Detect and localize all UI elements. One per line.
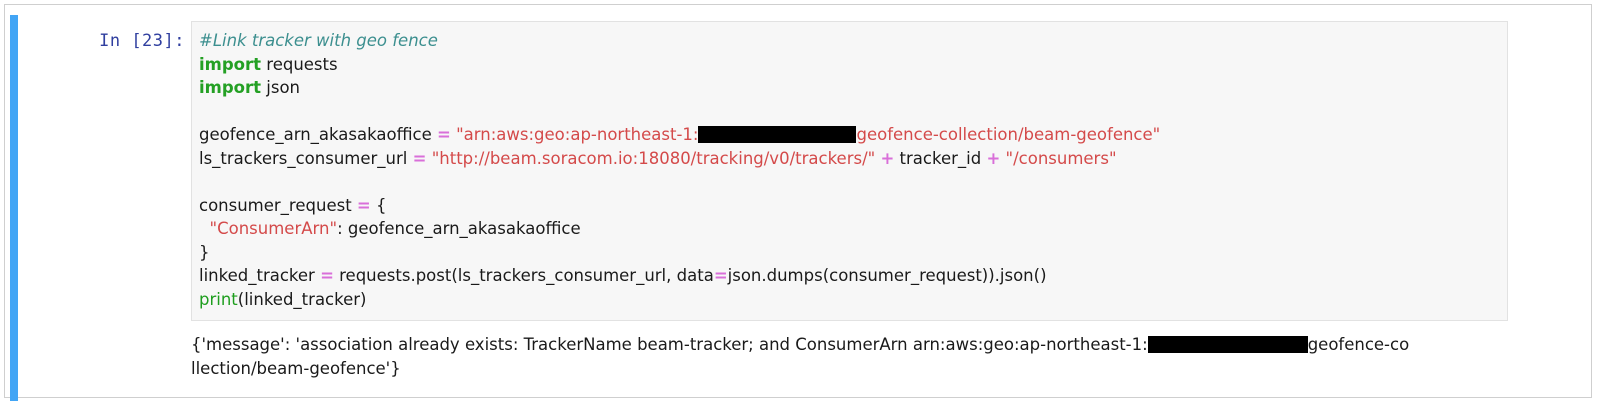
code-line-6: ls_trackers_consumer_url = "http://beam.…	[199, 147, 1507, 171]
code-token-plain: : geofence_arn_akasakaoffice	[337, 219, 581, 238]
code-token-operator: +	[880, 148, 895, 168]
code-token-plain: {	[370, 195, 387, 215]
output-line-1: {'message': 'association already exists:…	[191, 333, 1591, 357]
code-input-editor[interactable]: #Link tracker with geo fence import requ…	[191, 21, 1508, 321]
code-token-plain: json	[261, 78, 301, 97]
code-token-keyword: import	[199, 54, 262, 74]
code-token-string: "http://beam.soracom.io:18080/tracking/v…	[426, 148, 881, 168]
code-line-7-blank	[199, 170, 1507, 194]
code-token-string: "ConsumerArn"	[209, 219, 338, 238]
code-line-8: consumer_request = {	[199, 194, 1507, 218]
code-token-operator: =	[713, 266, 728, 285]
notebook-frame: In [23]: #Link tracker with geo fence im…	[4, 4, 1592, 401]
code-token-operator: =	[356, 195, 371, 215]
code-line-3: import json	[199, 76, 1507, 100]
output-text-after-redaction: geofence-co	[1307, 335, 1410, 354]
cell-output-area: {'message': 'association already exists:…	[191, 333, 1591, 395]
code-line-11: linked_tracker = requests.post(ls_tracke…	[199, 264, 1507, 288]
code-token-string: "arn:aws:geo:ap-northeast-1:	[450, 125, 699, 144]
code-line-10: }	[199, 241, 1507, 265]
output-line-2: llection/beam-geofence'}	[191, 359, 401, 378]
code-token-plain: (linked_tracker)	[237, 289, 367, 309]
execution-count-prompt: In [23]:	[99, 31, 185, 51]
code-line-5: geofence_arn_akasakaoffice = "arn:aws:ge…	[199, 123, 1507, 147]
selected-cell-indicator-bar	[10, 15, 18, 401]
code-token-variable: linked_tracker	[199, 266, 321, 285]
code-token-plain: json.dumps(consumer_request)).json()	[727, 266, 1047, 285]
code-token-operator: =	[320, 266, 334, 285]
code-token-comment: #Link tracker with geo fence	[199, 31, 438, 50]
code-token-plain: requests.post(ls_trackers_consumer_url, …	[333, 266, 714, 285]
code-line-2: import requests	[199, 53, 1507, 77]
code-token-operator: =	[437, 125, 451, 144]
code-token-builtin: print	[199, 289, 238, 309]
code-token-variable: geofence_arn_akasakaoffice	[199, 125, 438, 144]
redaction-bar-output	[1147, 336, 1308, 353]
code-line-9: "ConsumerArn": geofence_arn_akasakaoffic…	[199, 217, 1507, 241]
code-token-plain: requests	[261, 54, 338, 74]
code-token-string: "/consumers"	[1000, 148, 1117, 168]
code-token-variable: ls_trackers_consumer_url	[199, 148, 413, 168]
code-token-operator: =	[412, 148, 427, 168]
code-line-12: print(linked_tracker)	[199, 288, 1507, 312]
code-token-keyword: import	[199, 78, 262, 97]
code-token-variable: consumer_request	[199, 195, 357, 215]
code-cell[interactable]: In [23]: #Link tracker with geo fence im…	[19, 11, 1589, 401]
output-text-before-redaction: {'message': 'association already exists:…	[191, 335, 1148, 354]
code-line-1: #Link tracker with geo fence	[199, 29, 1507, 53]
code-token-variable: tracker_id	[894, 148, 987, 168]
code-token-indent	[199, 219, 210, 238]
code-line-4-blank	[199, 100, 1507, 124]
code-token-string: geofence-collection/beam-geofence"	[856, 125, 1161, 144]
redaction-bar-code	[698, 126, 857, 143]
code-token-plain: }	[199, 242, 210, 262]
code-token-operator: +	[986, 148, 1001, 168]
